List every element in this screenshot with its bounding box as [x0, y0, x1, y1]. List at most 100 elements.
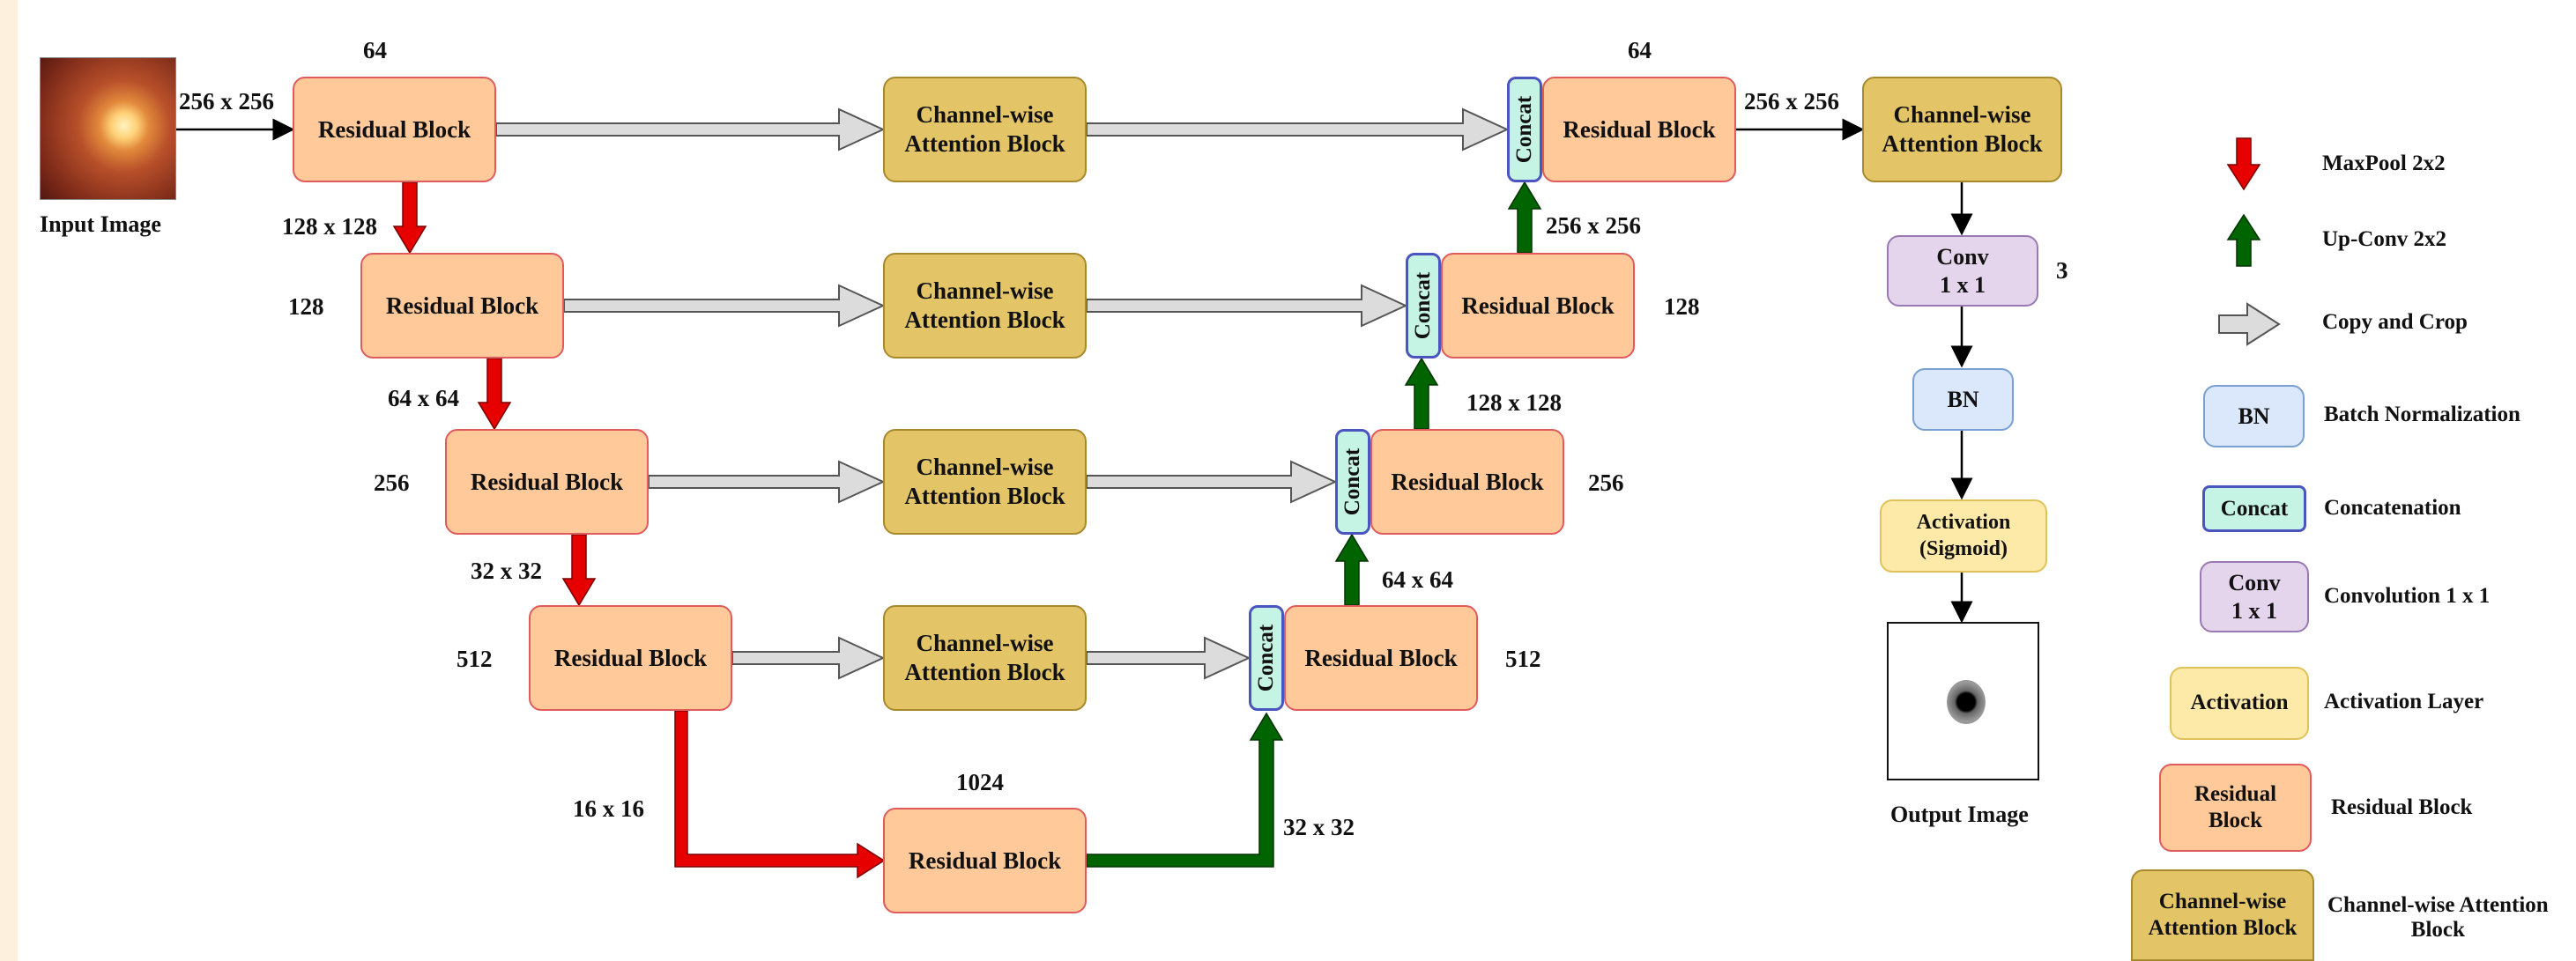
legend-conv-text: Convolution 1 x 1	[2324, 584, 2490, 609]
legend-maxpool-text: MaxPool 2x2	[2322, 152, 2446, 176]
head-attention-line1: Channel-wise	[1882, 100, 2042, 129]
output-image	[1887, 622, 2039, 780]
upconv1-size-label: 32 x 32	[1283, 814, 1355, 841]
copy-arrow-l3-dec	[1087, 462, 1335, 502]
head-conv-channels: 3	[2056, 257, 2068, 285]
pool4-size-label: 16 x 16	[573, 795, 644, 823]
attention-block-4-line1: Channel-wise	[904, 629, 1065, 658]
encoder-3-channels: 256	[374, 469, 410, 497]
legend-attention-line2: Attention Block	[2149, 915, 2298, 943]
legend-attention-text-line1: Channel-wise Attention	[2327, 893, 2549, 918]
concat-bar-2-label: Concat	[1411, 272, 1436, 339]
upconv-arrow-3	[1406, 359, 1437, 429]
head-activation-block: Activation(Sigmoid)	[1880, 499, 2047, 573]
attention-block-1-line2: Attention Block	[904, 129, 1065, 159]
copy-arrow-l3-enc	[649, 462, 883, 502]
input-image-caption: Input Image	[40, 211, 161, 238]
legend-attention-text-line2: Block	[2327, 918, 2549, 943]
attention-block-4-line2: Attention Block	[904, 658, 1065, 687]
legend-residual-text: Residual Block	[2331, 795, 2472, 820]
encoder-1-channels: 64	[363, 37, 387, 64]
legend-conv-line2: 1 x 1	[2228, 597, 2280, 625]
decoder-residual-block-2: Residual Block	[1441, 253, 1635, 359]
encoder-residual-block-4: Residual Block	[529, 605, 732, 711]
encoder-4-channels: 512	[457, 646, 493, 673]
concat-bar-4: Concat	[1249, 605, 1284, 711]
bottleneck-channels: 1024	[956, 769, 1004, 796]
upconv4-size-label: 256 x 256	[1546, 212, 1641, 240]
output-image-caption: Output Image	[1890, 802, 2029, 828]
concat-bar-4-label: Concat	[1254, 625, 1279, 691]
legend-activation-box: Activation	[2170, 667, 2309, 740]
upconv-arrow-1	[1087, 713, 1282, 867]
legend-attention-line1: Channel-wise	[2149, 889, 2298, 916]
attention-block-3-line2: Attention Block	[904, 482, 1065, 511]
bottleneck-residual-block: Residual Block	[883, 808, 1087, 913]
legend-upconv-text: Up-Conv 2x2	[2322, 227, 2446, 252]
maxpool-arrow-1	[394, 182, 426, 253]
attention-block-2-line2: Attention Block	[904, 306, 1065, 335]
copy-arrow-l2-enc	[564, 285, 883, 326]
copy-arrow-l1-dec	[1087, 109, 1507, 150]
head-activation-line2: (Sigmoid)	[1917, 536, 2011, 562]
head-attention-line2: Attention Block	[1882, 129, 2042, 159]
concat-bar-3-label: Concat	[1340, 448, 1365, 515]
decoder-1-channels: 64	[1628, 37, 1652, 64]
attention-block-2-line1: Channel-wise	[904, 277, 1065, 306]
copy-arrow-l4-dec	[1087, 638, 1249, 678]
legend-copy-text: Copy and Crop	[2322, 310, 2468, 335]
upconv2-size-label: 64 x 64	[1382, 566, 1453, 594]
concat-bar-3: Concat	[1335, 429, 1370, 535]
decoder-residual-block-4: Residual Block	[1284, 605, 1478, 711]
maxpool-arrow-4	[675, 711, 884, 877]
legend-conv-line1: Conv	[2228, 569, 2280, 597]
legend-concat-text: Concatenation	[2324, 496, 2461, 521]
legend-attention-text: Channel-wise Attention Block	[2327, 893, 2549, 943]
decoder-residual-block-1: Residual Block	[1542, 77, 1736, 182]
attention-block-1-line1: Channel-wise	[904, 100, 1065, 129]
upconv3-size-label: 128 x 128	[1466, 389, 1562, 417]
maxpool-arrow-2	[479, 359, 510, 429]
legend-residual-line2: Block	[2194, 808, 2276, 835]
attention-block-3-line1: Channel-wise	[904, 453, 1065, 482]
head-conv-line2: 1 x 1	[1936, 271, 1988, 299]
pool1-size-label: 128 x 128	[282, 213, 377, 240]
legend-residual-line1: Residual	[2194, 781, 2276, 809]
decoder-3-channels: 256	[1588, 469, 1624, 497]
legend-upconv-arrow	[2228, 215, 2260, 266]
encoder-residual-block-3: Residual Block	[445, 429, 649, 535]
maxpool-arrow-3	[563, 535, 595, 605]
decoder-2-channels: 128	[1664, 293, 1700, 321]
pool3-size-label: 32 x 32	[471, 558, 542, 585]
output-mask-blob	[1947, 680, 1986, 724]
concat-bar-1: Concat	[1507, 77, 1542, 182]
head-conv-line1: Conv	[1936, 243, 1988, 271]
input-size-label: 256 x 256	[179, 88, 274, 115]
legend-concat-box: Concat	[2202, 485, 2306, 532]
legend-activation-text: Activation Layer	[2324, 690, 2483, 714]
concat-bar-2: Concat	[1406, 253, 1441, 359]
copy-arrow-l4-enc	[732, 638, 883, 678]
legend-bn-text: Batch Normalization	[2324, 403, 2520, 427]
pool2-size-label: 64 x 64	[388, 385, 459, 412]
concat-bar-1-label: Concat	[1512, 96, 1537, 163]
upconv-arrow-4	[1509, 182, 1540, 253]
copy-arrow-l1-enc	[496, 109, 883, 150]
legend-copy-arrow	[2219, 304, 2279, 344]
head-activation-line1: Activation	[1917, 510, 2011, 536]
decoder-4-channels: 512	[1505, 646, 1541, 673]
encoder-residual-block-1: Residual Block	[293, 77, 496, 182]
legend-bn-box: BN	[2203, 385, 2305, 447]
output-size-label: 256 x 256	[1744, 88, 1839, 115]
input-image	[40, 57, 176, 200]
head-bn-block: BN	[1912, 368, 2014, 431]
